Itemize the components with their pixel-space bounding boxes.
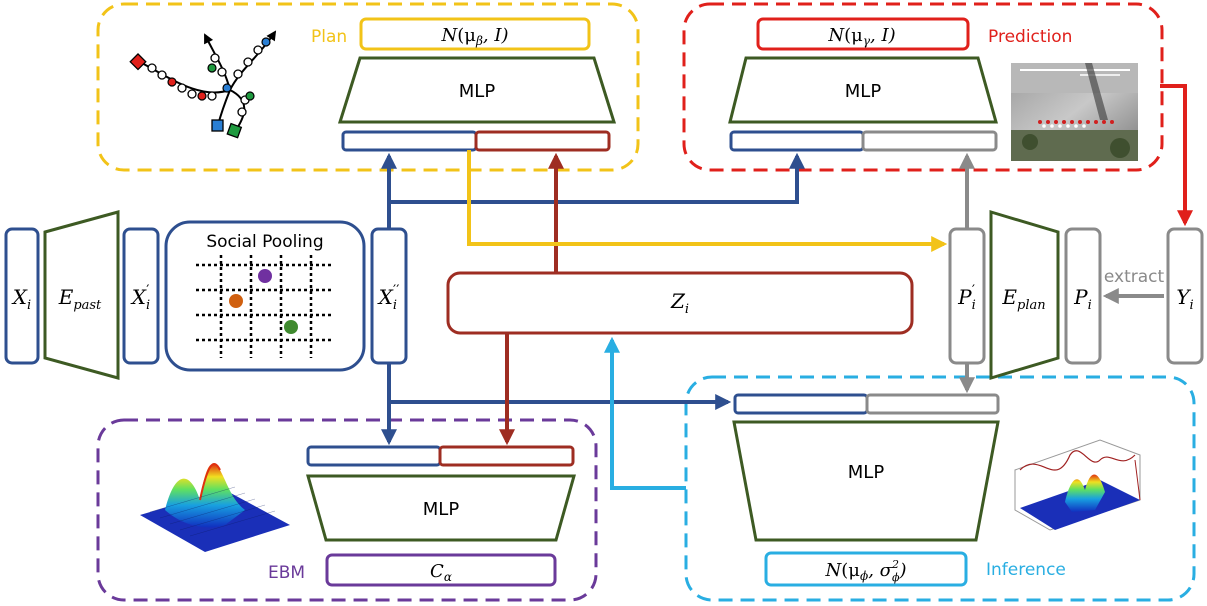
x-input-label: Xi bbox=[11, 285, 31, 313]
x-double-prime-label: Xi′′ bbox=[377, 283, 400, 313]
plan-input-blue-slot bbox=[341, 130, 478, 152]
ebm-output-label: Cα bbox=[430, 561, 452, 584]
p-prime-label: Pi′ bbox=[957, 283, 976, 313]
p-box bbox=[1064, 227, 1102, 365]
social-pooling-grid bbox=[196, 255, 332, 358]
plan-encoder bbox=[989, 209, 1060, 381]
gray-connectors bbox=[959, 152, 1164, 394]
x-prime-label: Xi′ bbox=[130, 283, 150, 313]
y-label: Yi bbox=[1176, 285, 1193, 313]
plan-to-p-prime-arrow bbox=[467, 150, 948, 252]
plan-encoder-label: Eplan bbox=[1001, 285, 1045, 313]
z-latent-box bbox=[446, 271, 914, 335]
social-pooling-box bbox=[164, 220, 366, 372]
ebm-input-red-slot bbox=[438, 445, 575, 467]
plan-mlp-label: MLP bbox=[459, 81, 496, 102]
prediction-module-box bbox=[682, 2, 1164, 172]
z-latent-label: Zi bbox=[670, 289, 689, 317]
plan-distribution-label: N(μβ, I) bbox=[441, 25, 509, 48]
agent-dot-purple bbox=[258, 269, 272, 283]
ebm-title: EBM bbox=[268, 563, 305, 583]
social-pooling-title: Social Pooling bbox=[206, 232, 323, 252]
ebm-mlp-label: MLP bbox=[423, 499, 460, 520]
ebm-input-blue-slot bbox=[306, 445, 442, 467]
plan-distribution-box bbox=[359, 17, 591, 51]
inference-mlp-label: MLP bbox=[848, 462, 885, 483]
prediction-mlp-label: MLP bbox=[845, 81, 882, 102]
plan-title: Plan bbox=[311, 27, 347, 47]
blue-connectors bbox=[381, 152, 805, 446]
aerial-scene-image bbox=[1011, 63, 1138, 161]
inference-title: Inference bbox=[986, 560, 1066, 580]
inference-distribution-box bbox=[764, 551, 968, 587]
extract-label: extract bbox=[1104, 267, 1165, 287]
y-box bbox=[1166, 227, 1204, 365]
x-prime-box bbox=[122, 227, 160, 365]
ebm-module-box bbox=[96, 418, 598, 602]
agent-dot-orange bbox=[229, 294, 243, 308]
ebm-mlp bbox=[306, 474, 576, 542]
prediction-distribution-label: N(μγ, I) bbox=[827, 25, 895, 48]
plan-mlp bbox=[337, 56, 617, 124]
agent-dot-green bbox=[284, 320, 298, 334]
past-encoder bbox=[43, 210, 120, 380]
energy-surface-plot bbox=[140, 463, 290, 552]
prediction-mlp bbox=[728, 56, 998, 124]
prediction-distribution-box bbox=[756, 17, 970, 51]
plan-module-box bbox=[96, 2, 640, 172]
prediction-title: Prediction bbox=[988, 27, 1072, 47]
inference-input-gray-slot bbox=[865, 393, 1000, 415]
inference-mlp bbox=[732, 420, 1000, 542]
p-label: Pi bbox=[1073, 285, 1092, 313]
inference-input-blue-slot bbox=[733, 393, 869, 415]
inference-to-z-arrow bbox=[604, 336, 686, 490]
plan-input-red-slot bbox=[474, 130, 611, 152]
brown-connectors bbox=[499, 152, 564, 446]
prediction-input-blue-slot bbox=[729, 130, 865, 152]
prediction-to-y-arrow bbox=[1160, 84, 1193, 227]
past-encoder-label: Epast bbox=[58, 285, 102, 313]
x-input-box bbox=[4, 227, 40, 365]
posterior-surface-plot bbox=[1014, 439, 1141, 531]
ebm-output-box bbox=[325, 553, 557, 587]
inference-module-box bbox=[684, 375, 1196, 602]
prediction-input-gray-slot bbox=[861, 130, 998, 152]
trajectory-sketch bbox=[129, 30, 277, 139]
